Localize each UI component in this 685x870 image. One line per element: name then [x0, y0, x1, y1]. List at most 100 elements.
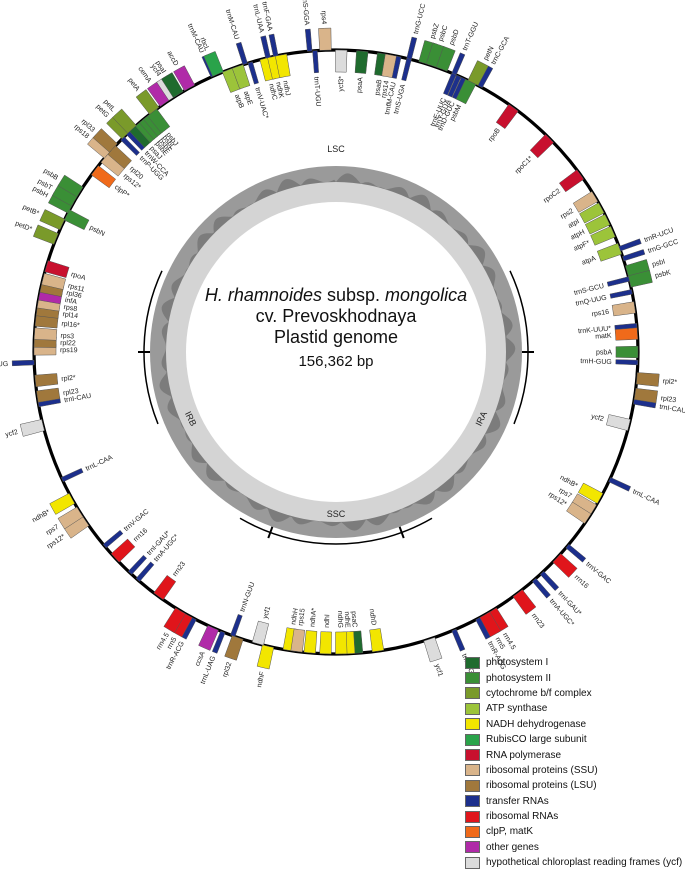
gene-ndhd: [369, 628, 385, 653]
gene-label-trnv-uac: trnV-UAC*: [253, 87, 269, 120]
gene-label-rps4: rps4: [320, 10, 327, 24]
legend-item: hypothetical chloroplast reading frames …: [465, 855, 683, 870]
legend-swatch: [465, 718, 480, 731]
gene-trna-ugc: [135, 561, 155, 582]
gene-label-rpl23: rpl23: [63, 388, 80, 397]
gene-trnr-acg: [475, 617, 491, 640]
gene-ycf1: [423, 637, 443, 663]
gene-ccsa: [198, 625, 219, 651]
gene-rps11: [41, 273, 66, 290]
gene-label-ndhb: ndhB*: [31, 509, 51, 525]
legend-swatch: [465, 825, 480, 838]
gene-label-rps8: rps8: [63, 304, 78, 313]
gene-label-psbn: psbN: [88, 224, 106, 238]
legend-item: photosystem I: [465, 655, 680, 670]
legend-swatch: [465, 795, 480, 808]
gene-psba: [615, 345, 639, 359]
gene-psai: [161, 72, 184, 98]
gene-ndhb: [49, 492, 76, 515]
gene-clpp: [91, 165, 117, 189]
gene-rrn23: [512, 589, 537, 615]
gene-label-trnv-gac: trnV-GAC: [584, 561, 611, 586]
legend-item: ribosomal proteins (LSU): [465, 778, 680, 793]
gene-label-ndhi: ndhI: [324, 614, 331, 628]
gene-label-trnl-caa: trnL-CAA: [85, 454, 114, 473]
gene-ndhi: [319, 631, 332, 655]
gene-atpi: [579, 202, 605, 224]
gene-label-ndhh: ndhH: [290, 608, 300, 626]
species-name: H. rhamnoides subsp. mongolica: [205, 285, 467, 305]
gene-label-atpb: atpB: [233, 93, 245, 109]
legend-swatch: [465, 733, 480, 746]
gene-rpl2: [34, 373, 59, 387]
legend-swatch: [465, 656, 480, 669]
gene-label-rps2: rps2: [560, 208, 575, 221]
gene-rpob: [495, 103, 519, 130]
gene-label-atpe: atpE: [242, 90, 253, 106]
gene-label-trnl-caa: trnL-CAA: [631, 488, 660, 507]
gene-label-rpoc2: rpoC2: [542, 188, 562, 205]
gene-trne-uuc: [443, 72, 457, 96]
gene-psbn: [63, 209, 90, 231]
gene-trny-gua: [447, 74, 462, 98]
gene-ycf1: [251, 620, 270, 646]
gene-peta: [135, 89, 160, 115]
gene-psbb: [57, 174, 84, 198]
legend-item: photosystem II: [465, 670, 680, 685]
gene-label-ycf2: ycf2: [590, 413, 604, 423]
gene-label-ndhk: ndhK: [274, 82, 284, 100]
legend-label: ATP synthase: [486, 703, 548, 715]
legend-item: cytochrome b/f complex: [465, 686, 680, 701]
gene-trni-cau: [633, 399, 657, 409]
gene-rps7: [57, 506, 84, 530]
gene-trnh-gug: [615, 359, 639, 366]
gene-rpoc2: [558, 169, 585, 193]
gene-rrn4-5: [163, 607, 186, 634]
legend-item: RNA polymerase: [465, 747, 680, 762]
gene-rps4: [318, 27, 332, 51]
gene-label-psbz: psbZ: [430, 22, 441, 40]
legend-item: ATP synthase: [465, 701, 680, 716]
gene-label-rpoc1: rpoC1*: [514, 155, 535, 176]
gene-trnt-ugu: [312, 50, 319, 74]
gene-psaa: [354, 50, 369, 74]
gene-label-rpl2: rpl2*: [662, 378, 677, 386]
gene-label-trnq-uug: trnQ-UUG: [575, 295, 607, 308]
legend: photosystem I photosystem II cytochrome b/…: [465, 655, 683, 870]
gene-rps3: [34, 327, 58, 341]
gene-ycf2: [19, 419, 45, 437]
legend-label: photosystem II: [486, 672, 552, 684]
legend-label: clpP, matK: [486, 826, 534, 838]
gene-label-rpl14: rpl14: [62, 311, 78, 320]
gene-label-rps16: rps16: [591, 309, 609, 319]
gene-label-rps3: rps3: [60, 333, 74, 341]
gene-trnv-uac: [247, 61, 259, 85]
gene-label-trns-gga: trnS-GGA: [300, 0, 310, 26]
gene-trna-ugc: [531, 578, 551, 599]
gene-atpe: [231, 64, 251, 90]
gene-label-rpl22: rpl22: [60, 340, 76, 348]
cultivar-name: cv. Prevoskhodnaya: [256, 306, 418, 326]
gene-rps2: [572, 191, 599, 213]
gene-trnm-cau: [235, 41, 248, 66]
gene-label-trnh-gug: trnH-GUG: [0, 361, 8, 369]
gene-trnn-guu: [451, 628, 466, 652]
gene-label-rpl23: rpl23: [660, 395, 676, 404]
gene-label-trnk-uuu: trnK-UUU*: [578, 325, 612, 335]
gene-label-peta: petA: [126, 77, 140, 93]
legend-label: RNA polymerase: [486, 749, 562, 761]
region-label-lsc: LSC: [327, 144, 345, 154]
gene-label-rps15: rps15: [297, 608, 306, 626]
legend-swatch: [465, 687, 480, 700]
legend-label: RubisCO large subunit: [486, 734, 587, 746]
gene-trnf-gaa: [268, 33, 279, 57]
legend-swatch: [465, 841, 480, 854]
legend-label: ribosomal proteins (LSU): [486, 780, 597, 792]
legend-item: RubisCO large subunit: [465, 732, 680, 747]
gene-rpoa: [44, 260, 70, 278]
region-arc-2: [239, 517, 433, 545]
gene-rrn23: [153, 574, 177, 601]
legend-label: hypothetical chloroplast reading frames …: [486, 857, 683, 869]
gene-label-trni-cau: trnI-CAU: [64, 393, 92, 405]
gene-trng-ucc: [406, 36, 418, 60]
